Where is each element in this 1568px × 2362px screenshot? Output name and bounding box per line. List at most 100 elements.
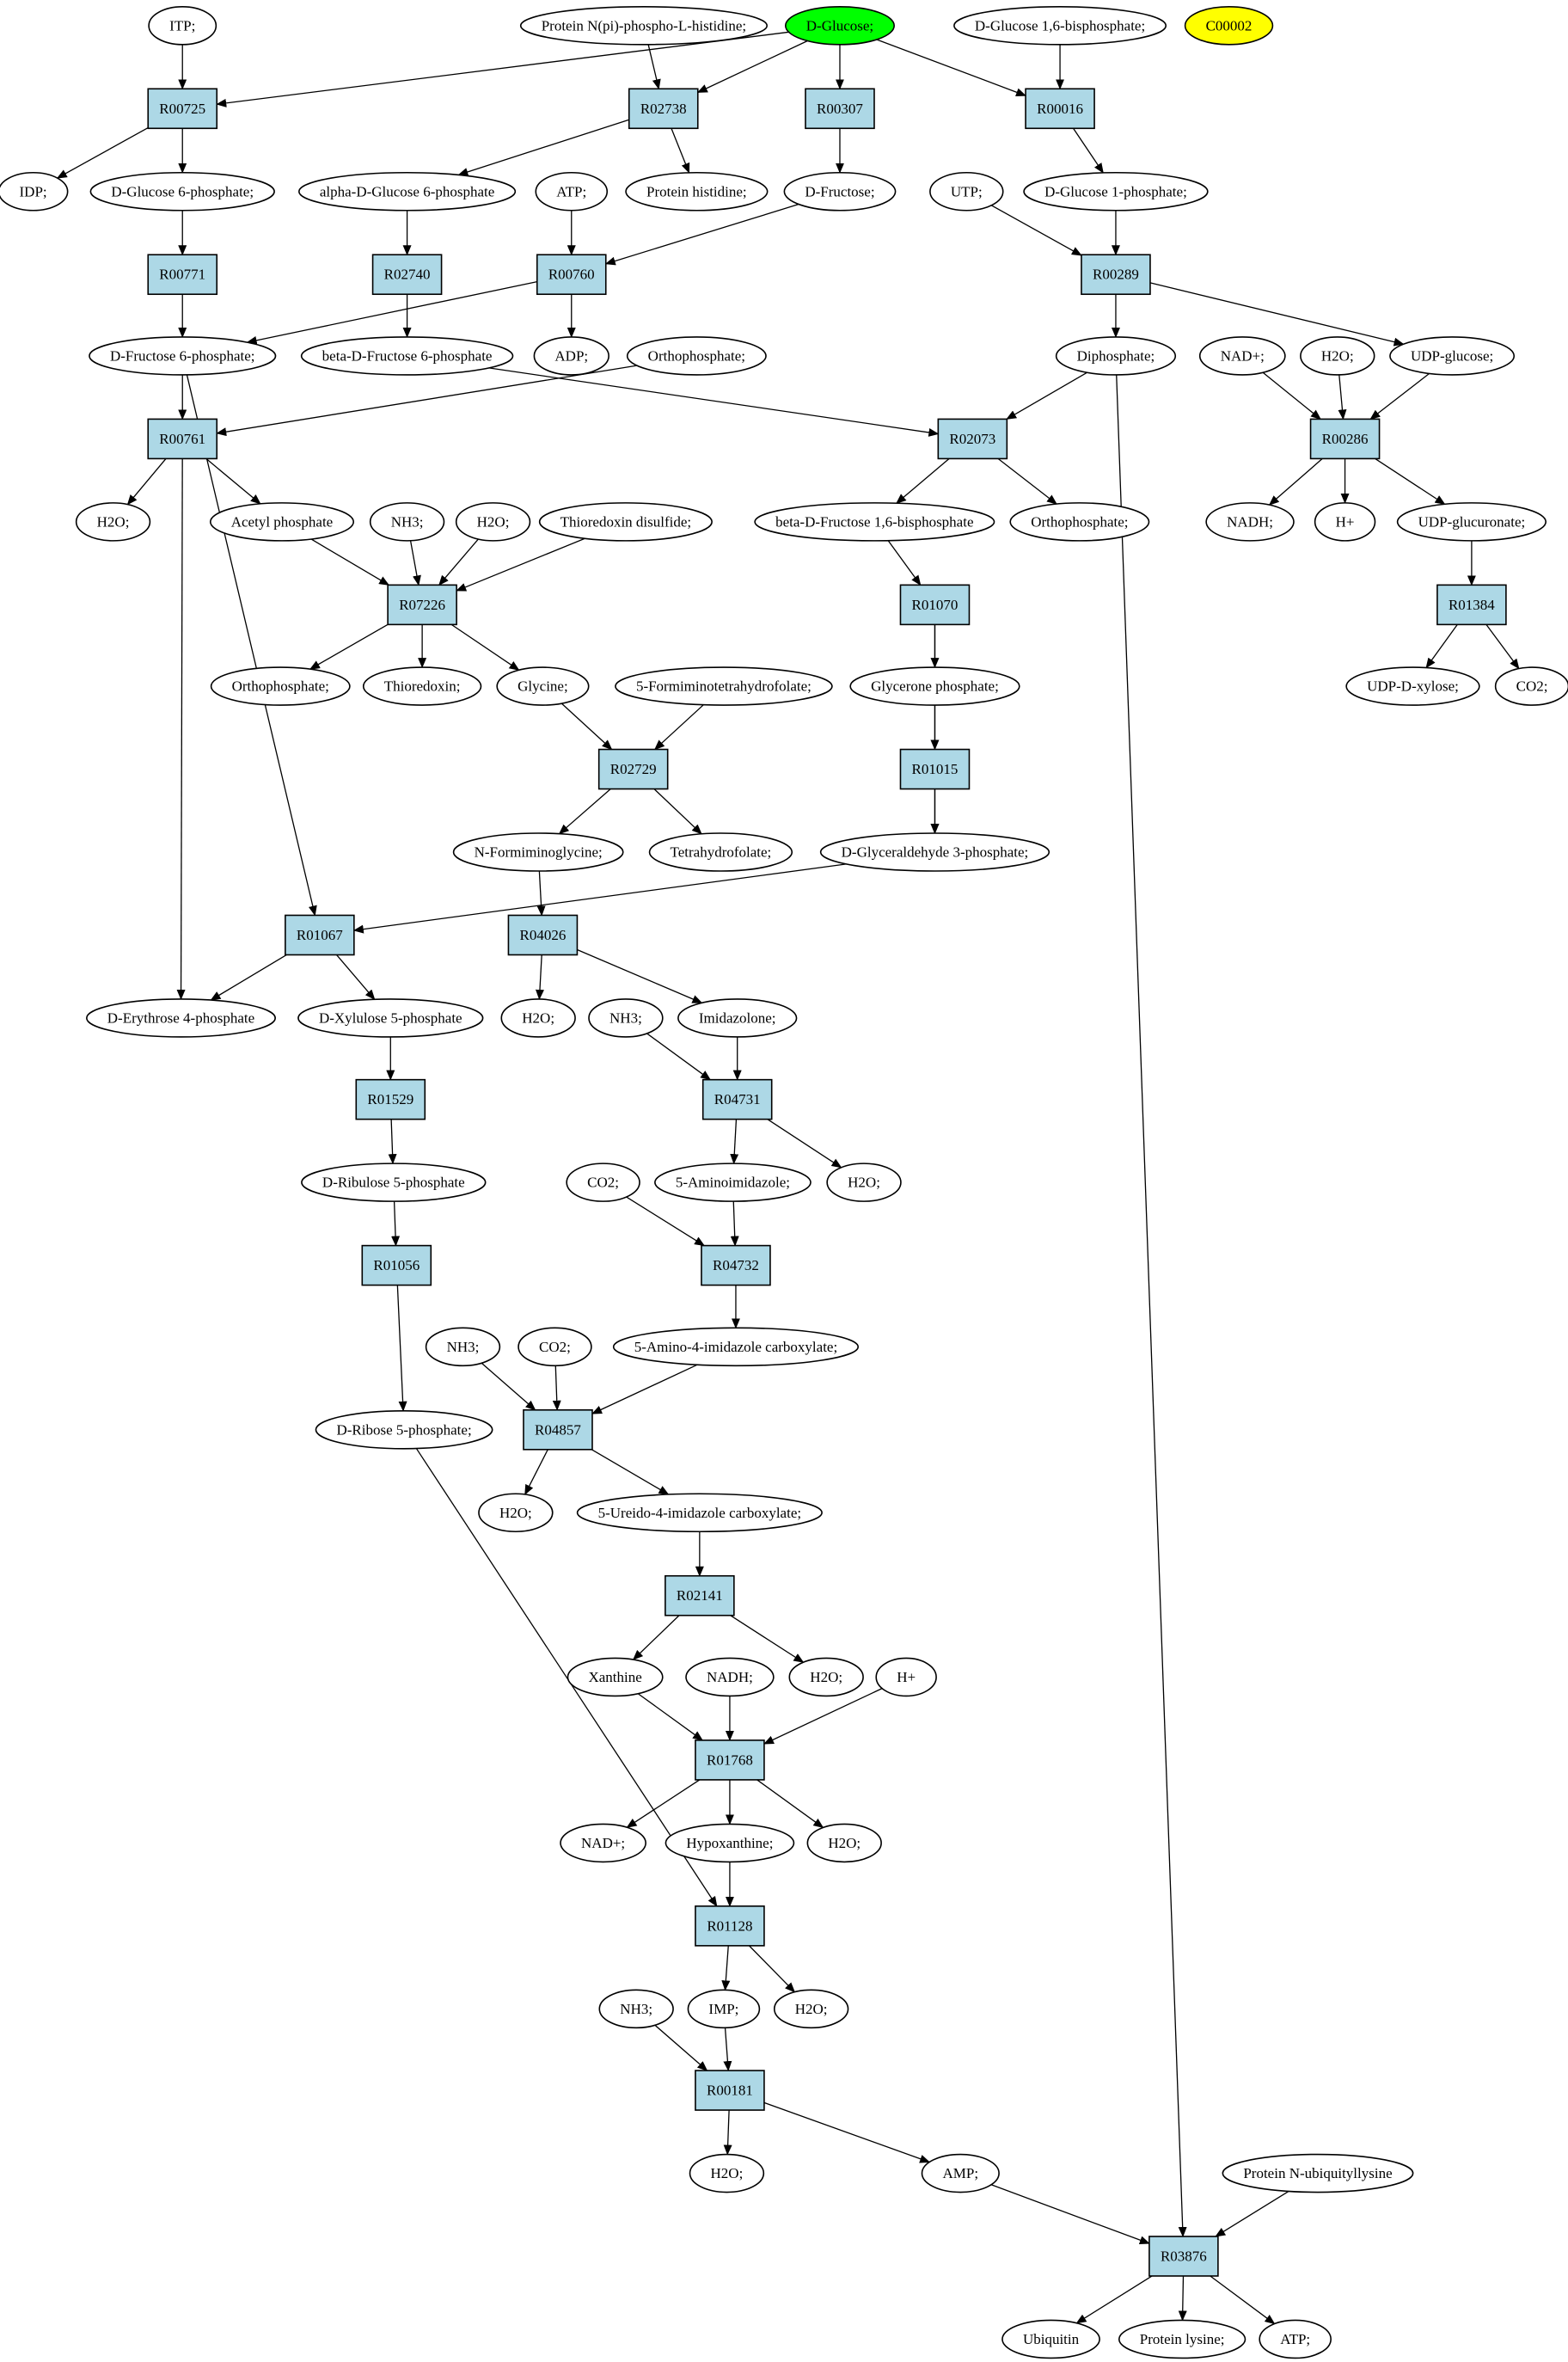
edge-thioredoxin_disulfide-to-R07226 (456, 537, 585, 592)
edge-utp-to-R00289 (990, 205, 1082, 256)
metabolite-label: UDP-glucuronate; (1418, 513, 1526, 530)
metabolite-node-prot_nphospho_his: Protein N(pi)-phospho-L-histidine; (519, 6, 768, 46)
metabolite-ellipse (89, 336, 277, 376)
reaction-box (701, 1244, 771, 1286)
metabolite-label: H2O; (477, 513, 510, 530)
metabolite-label: D-Glucose; (806, 17, 873, 34)
reaction-box (285, 914, 355, 956)
edge-R01384-to-co2_a (1485, 623, 1520, 670)
metabolite-label: D-Ribose 5-phosphate; (336, 1421, 471, 1438)
metabolite-node-d_glucose_16bp: D-Glucose 1,6-bisphosphate; (953, 6, 1167, 46)
edge-R02141-to-xanthine (632, 1615, 680, 1660)
metabolite-ellipse (478, 1493, 554, 1533)
metabolite-label: H2O; (711, 2165, 744, 2181)
reaction-node-R00181: R00181 (695, 2070, 765, 2111)
metabolite-ellipse (576, 1493, 823, 1533)
metabolite-node-d_glucose: D-Glucose; (784, 6, 895, 46)
metabolite-ellipse (518, 1327, 592, 1367)
edge-R03876-to-protein_lysine (1178, 2275, 1187, 2322)
metabolite-node-d_ribulose_5p: D-Ribulose 5-phosphate (301, 1163, 487, 1202)
metabolite-node-glycine: Glycine; (496, 666, 590, 706)
metabolite-label: Orthophosphate; (648, 347, 745, 364)
metabolite-label: Imidazolone; (699, 1009, 776, 1026)
metabolite-label: Orthophosphate; (232, 678, 329, 695)
metabolite-label: 5-Ureido-4-imidazole carboxylate; (598, 1505, 801, 1521)
metabolite-label: CO2; (1516, 678, 1548, 695)
edge-d_ribulose_5p-to-R01056 (391, 1201, 401, 1247)
metabolite-ellipse (1396, 502, 1547, 542)
metabolite-ellipse (300, 336, 514, 376)
reaction-label: R00725 (159, 101, 205, 117)
metabolite-node-nad_plus_2: NAD+; (560, 1823, 646, 1863)
metabolite-label: D-Fructose; (805, 183, 874, 199)
metabolite-node-orthophosphate_2: Orthophosphate; (1009, 502, 1150, 542)
metabolite-node-d_glucose_1p: D-Glucose 1-phosphate; (1023, 171, 1209, 212)
metabolite-ellipse (625, 171, 769, 212)
reaction-node-R00016: R00016 (1025, 88, 1095, 130)
reaction-node-R00760: R00760 (536, 254, 607, 296)
node-layer: ITP;Protein N(pi)-phospho-L-histidine;D-… (0, 6, 1568, 2359)
reaction-node-R01384: R01384 (1436, 584, 1507, 626)
metabolite-node-nh3_d: NH3; (598, 1989, 674, 2029)
metabolite-ellipse (588, 998, 664, 1038)
edge-beta_d_fructose_16bp-to-R01070 (887, 540, 922, 586)
metabolite-label: CO2; (539, 1339, 571, 1355)
metabolite-label: Hypoxanthine; (686, 1835, 773, 1851)
edge-prot_nphospho_his-to-R02738 (647, 44, 661, 90)
metabolite-node-beta_d_fructose_6p: beta-D-Fructose 6-phosphate (300, 336, 514, 376)
metabolite-ellipse (648, 832, 793, 872)
reaction-label: R04857 (535, 1421, 581, 1438)
edge-d_glucose-to-R00016 (876, 39, 1026, 97)
edge-R04857-to-ureido_imidazole_carboxylate (591, 1449, 670, 1495)
metabolite-node-d_xylulose_5p: D-Xylulose 5-phosphate (297, 998, 484, 1038)
metabolite-label: NH3; (391, 513, 424, 530)
metabolite-node-d_fructose_6p: D-Fructose 6-phosphate; (89, 336, 277, 376)
metabolite-ellipse (496, 666, 590, 706)
reaction-box (371, 254, 443, 296)
edge-R01067-to-d_xylulose_5p (336, 954, 376, 1001)
reaction-node-R02073: R02073 (937, 418, 1008, 460)
edge-glycine-to-R02729 (560, 702, 613, 751)
edge-imp-to-R00181 (723, 2028, 732, 2072)
metabolite-ellipse (665, 1823, 795, 1863)
metabolite-node-d_glucose_6p: D-Glucose 6-phosphate; (89, 171, 275, 212)
metabolite-label: H2O; (810, 1669, 842, 1685)
metabolite-ellipse (1259, 2319, 1332, 2359)
reaction-box (361, 1244, 432, 1286)
metabolite-node-aminoimidazole: 5-Aminoimidazole; (654, 1163, 812, 1202)
edge-d_glucose-to-R00725 (216, 31, 789, 107)
metabolite-ellipse (1300, 336, 1375, 376)
edge-nh3_b-to-R04731 (646, 1033, 711, 1081)
edge-R03876-to-atp_2 (1210, 2275, 1276, 2325)
metabolite-ellipse (535, 171, 609, 212)
edge-nh3_c-to-R04857 (481, 1362, 536, 1411)
reaction-node-R00771: R00771 (147, 254, 218, 296)
reaction-node-R01529: R01529 (355, 1078, 426, 1120)
reaction-box (695, 1905, 765, 1947)
metabolite-label: D-Glucose 6-phosphate; (111, 183, 254, 199)
edge-d_glyceraldehyde_3p-to-R01067 (352, 863, 847, 934)
reaction-node-R04857: R04857 (523, 1408, 593, 1451)
metabolite-label: H2O; (1321, 347, 1354, 364)
edge-orthophosphate_1-to-R00761 (216, 365, 638, 437)
edge-R02141-to-h2o_g (730, 1615, 805, 1663)
edge-h_plus_2-to-R01768 (763, 1688, 883, 1745)
edge-nh3_a-to-R07226 (409, 540, 421, 586)
metabolite-ellipse (1001, 2319, 1100, 2359)
edge-xanthine-to-R01768 (637, 1693, 703, 1741)
metabolite-label: H2O; (795, 2001, 828, 2017)
metabolite-ellipse (148, 6, 217, 46)
metabolite-label: H2O; (499, 1505, 532, 1521)
edge-R00016-to-d_glucose_1p (1072, 127, 1104, 174)
metabolite-ellipse (452, 832, 624, 872)
metabolite-ellipse (0, 171, 69, 212)
metabolite-label: Tetrahydrofolate; (671, 844, 772, 861)
metabolite-ellipse (1494, 666, 1568, 706)
metabolite-node-beta_d_fructose_16bp: beta-D-Fructose 1,6-bisphosphate (754, 502, 995, 542)
edge-R01768-to-nad_plus_2 (626, 1779, 701, 1828)
reaction-node-R01768: R01768 (695, 1739, 765, 1781)
metabolite-ellipse (369, 502, 445, 542)
metabolite-ellipse (1184, 6, 1274, 46)
reaction-label: R04732 (713, 1257, 759, 1273)
metabolite-ellipse (315, 1409, 493, 1450)
